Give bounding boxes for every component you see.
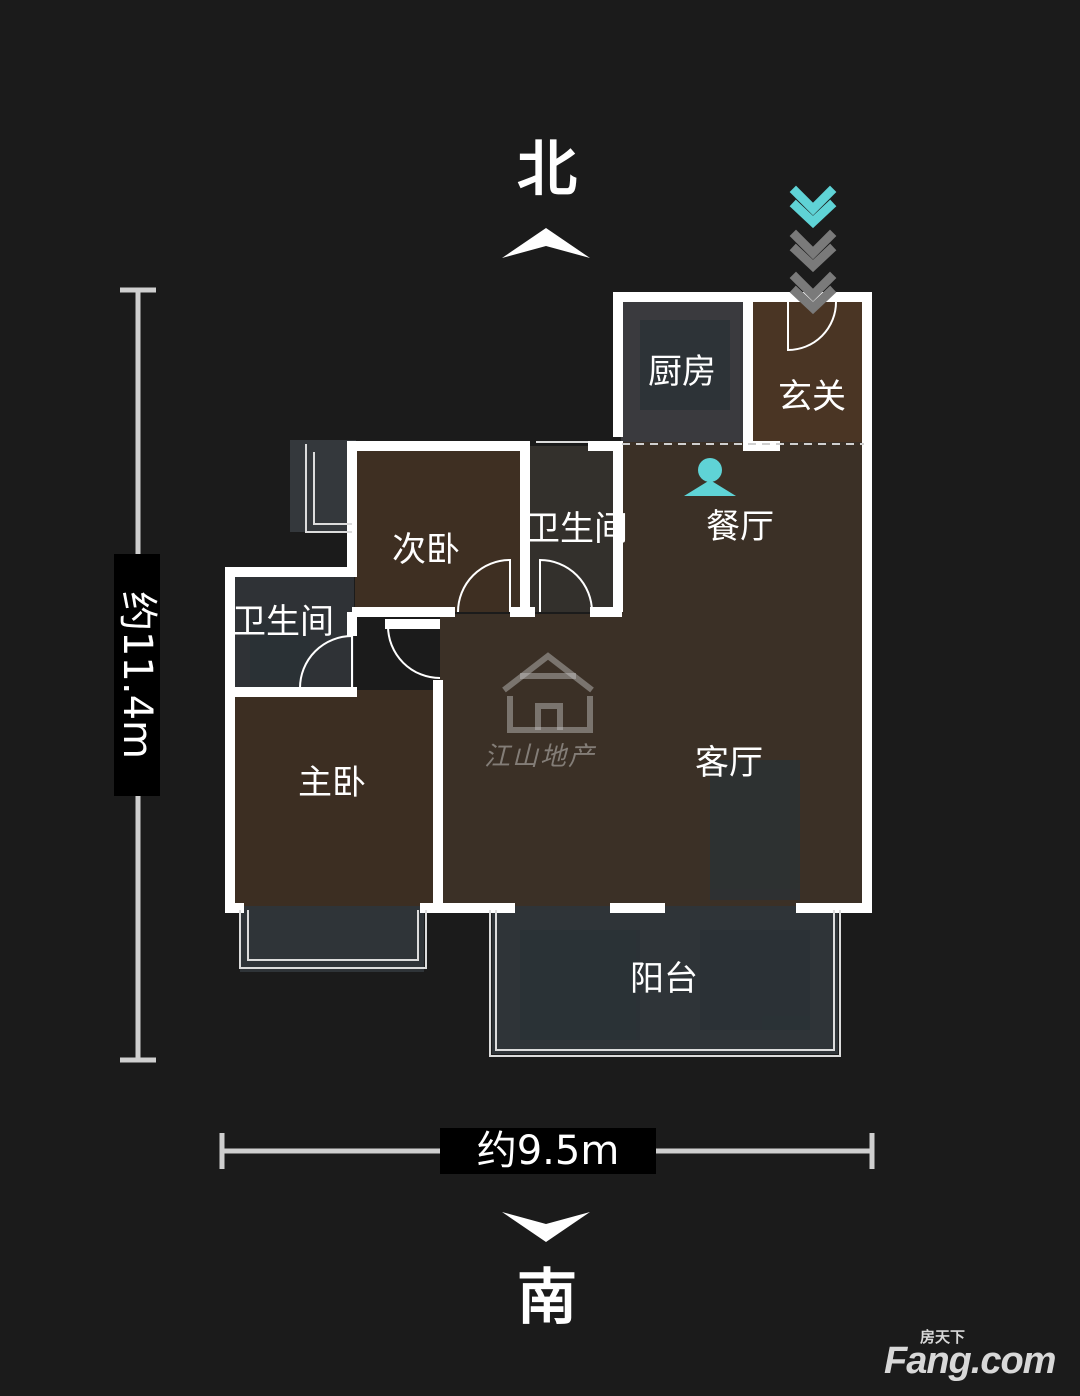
room-label-balcony: 阳台 [630,959,698,999]
camera-viewpoint-icon [684,458,736,496]
watermark-logo-icon [502,652,594,733]
brand-logo: 房天下 Fang.com [884,1326,1064,1382]
width-dimension-label: 约9.5m [440,1128,656,1174]
compass-south-label: 南 [517,1263,577,1333]
floor-dining-living [621,442,864,614]
room-label-dining: 餐厅 [706,507,774,547]
floor-master-bay [240,906,424,972]
width-dimension-text: 约9.5m [476,1128,620,1174]
chevron-up-icon [502,228,590,258]
watermark-text: 江山地产 [484,742,597,772]
height-dimension-text: 约11.4m [114,590,160,760]
furniture-shadows [250,320,810,1040]
windows [239,441,841,1057]
walls [225,292,872,913]
floor-second-bay [290,440,356,532]
floor-entrance [752,300,864,442]
floor-master-bedroom [230,690,436,906]
room-label-kitchen: 厨房 [648,352,716,392]
chevron-down-icon [502,1212,590,1242]
room-label-living-room: 客厅 [695,743,763,783]
door-swings [299,301,837,689]
floor-second-bedroom [355,446,525,612]
floor-bathroom-north [528,446,622,612]
height-dimension-label: 约11.4m [114,554,160,796]
room-label-bathroom-west: 卫生间 [232,602,334,642]
room-label-entrance: 玄关 [778,377,846,417]
room-label-master-bedroom: 主卧 [298,763,366,803]
brand-main-text: Fang.com [884,1340,1056,1382]
room-label-bathroom-north: 卫生间 [526,509,628,549]
entry-chevrons-icon [789,185,837,315]
brand-sub-text: 房天下 [920,1328,966,1346]
compass-north-label: 北 [517,135,577,205]
room-label-second-bedroom: 次卧 [392,530,460,570]
